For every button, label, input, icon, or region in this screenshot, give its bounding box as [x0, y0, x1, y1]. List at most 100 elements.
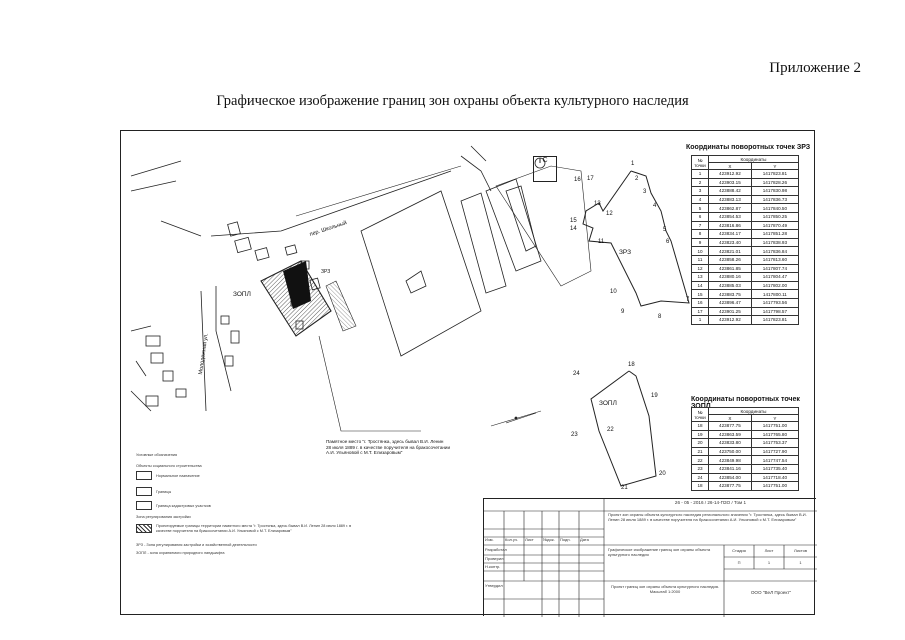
cell-y: 1417765.80	[750, 429, 800, 440]
compass-icon	[534, 157, 546, 169]
cell-y: 1417813.60	[750, 254, 800, 265]
cell-point: 4	[691, 194, 709, 205]
house-left-8	[224, 355, 234, 367]
zopl-boundary	[590, 370, 657, 487]
cell-point: 6	[691, 211, 709, 222]
cell-y: 1417828.26	[750, 177, 800, 188]
parcel-large	[360, 190, 482, 357]
cell-point: 21	[691, 446, 709, 457]
rail-point	[514, 416, 518, 420]
cell-y: 1417830.98	[750, 186, 800, 196]
cell-x: 423896.47	[708, 297, 752, 308]
cell-y: 1417851.28	[750, 229, 800, 239]
point-label: 13	[594, 201, 601, 207]
cell-x: 423885.03	[708, 280, 752, 291]
parcel-small-1	[405, 270, 427, 294]
stamp-description: Проект зон охраны объекта культурного на…	[608, 513, 807, 522]
cell-y: 1417823.81	[750, 169, 800, 179]
parcel-right	[495, 165, 592, 287]
road-line-top	[460, 145, 492, 192]
cell-point: 1	[691, 169, 709, 179]
cell-point: 14	[691, 280, 709, 291]
house-1	[234, 236, 252, 254]
house-left-7	[220, 315, 230, 325]
cell-point: 22	[691, 455, 709, 465]
zone-zrz-label: ЗРЗ	[619, 249, 632, 256]
col-no-2: № точки	[691, 407, 709, 422]
zone-zopl2-label: ЗОПЛ	[599, 400, 617, 407]
title-block-grid	[484, 499, 817, 617]
house-3	[227, 221, 241, 237]
cell-point: 2	[691, 177, 709, 188]
zrz-small-zone	[325, 280, 357, 332]
stamp-col-doc: №док.	[543, 538, 555, 542]
house-left-5	[145, 395, 159, 407]
cell-x: 423883.13	[708, 194, 752, 205]
stamp-col-date: Дата	[580, 538, 589, 542]
main-street	[200, 286, 232, 412]
house-left-4	[175, 388, 187, 398]
point-label: 8	[658, 314, 662, 320]
cell-point: 9	[691, 237, 709, 248]
cell-x: 423880.16	[708, 272, 752, 282]
stamp-sheet-text: Проект границ зон охраны объекта культур…	[611, 585, 719, 594]
point-label: 5	[663, 227, 667, 233]
cell-point: 3	[691, 186, 709, 196]
point-label: 14	[570, 226, 577, 232]
house-left-1	[145, 335, 161, 347]
map-sheet: С пер. Школьный Молодежная ул. ЗОПЛ ЗРЗ …	[120, 130, 817, 617]
legend-swatch-hatch	[136, 524, 152, 534]
cell-point: 13	[691, 272, 709, 282]
cell-x: 423912.92	[708, 169, 752, 179]
house-left-3	[162, 370, 174, 382]
cell-y: 1417793.56	[750, 297, 800, 308]
stamp-code: 26 - 05 - 2016 / 26-14-ПЗО / Том 1	[674, 501, 747, 505]
monument-site	[283, 261, 311, 309]
cell-point: 1	[691, 315, 709, 325]
house-left-2	[150, 352, 164, 364]
cell-point: 20	[691, 438, 709, 448]
cell-x: 423816.86	[708, 220, 752, 231]
stamp-role: Н.контр.	[485, 565, 501, 569]
cell-y: 1417840.50	[750, 203, 800, 213]
cell-point: 18	[691, 421, 709, 431]
point-label: 1	[631, 161, 635, 167]
parcel-long-1	[460, 192, 507, 294]
col-x-2: X	[708, 414, 752, 422]
legend-item: ЗРЗ - Зона регулирования застройки и хоз…	[136, 543, 257, 547]
zrz-boundary	[582, 170, 690, 307]
point-label: 11	[598, 239, 605, 245]
point-label: 6	[666, 239, 670, 245]
stamp-sheet-v: 1	[767, 561, 771, 565]
cell-x: 423854.53	[708, 211, 752, 222]
cell-point: 16	[691, 297, 709, 308]
cell-x: 423912.92	[708, 315, 752, 325]
cell-x: 423849.98	[708, 455, 752, 465]
col-y-2: Y	[750, 414, 800, 422]
col-y: Y	[750, 162, 800, 170]
point-label: 22	[607, 427, 614, 433]
stamp-role: Разработал	[485, 548, 507, 552]
parcel-long-2	[485, 178, 542, 272]
point-label: 23	[571, 432, 578, 438]
cell-point: 7	[691, 220, 709, 231]
callout-leader	[318, 335, 421, 432]
